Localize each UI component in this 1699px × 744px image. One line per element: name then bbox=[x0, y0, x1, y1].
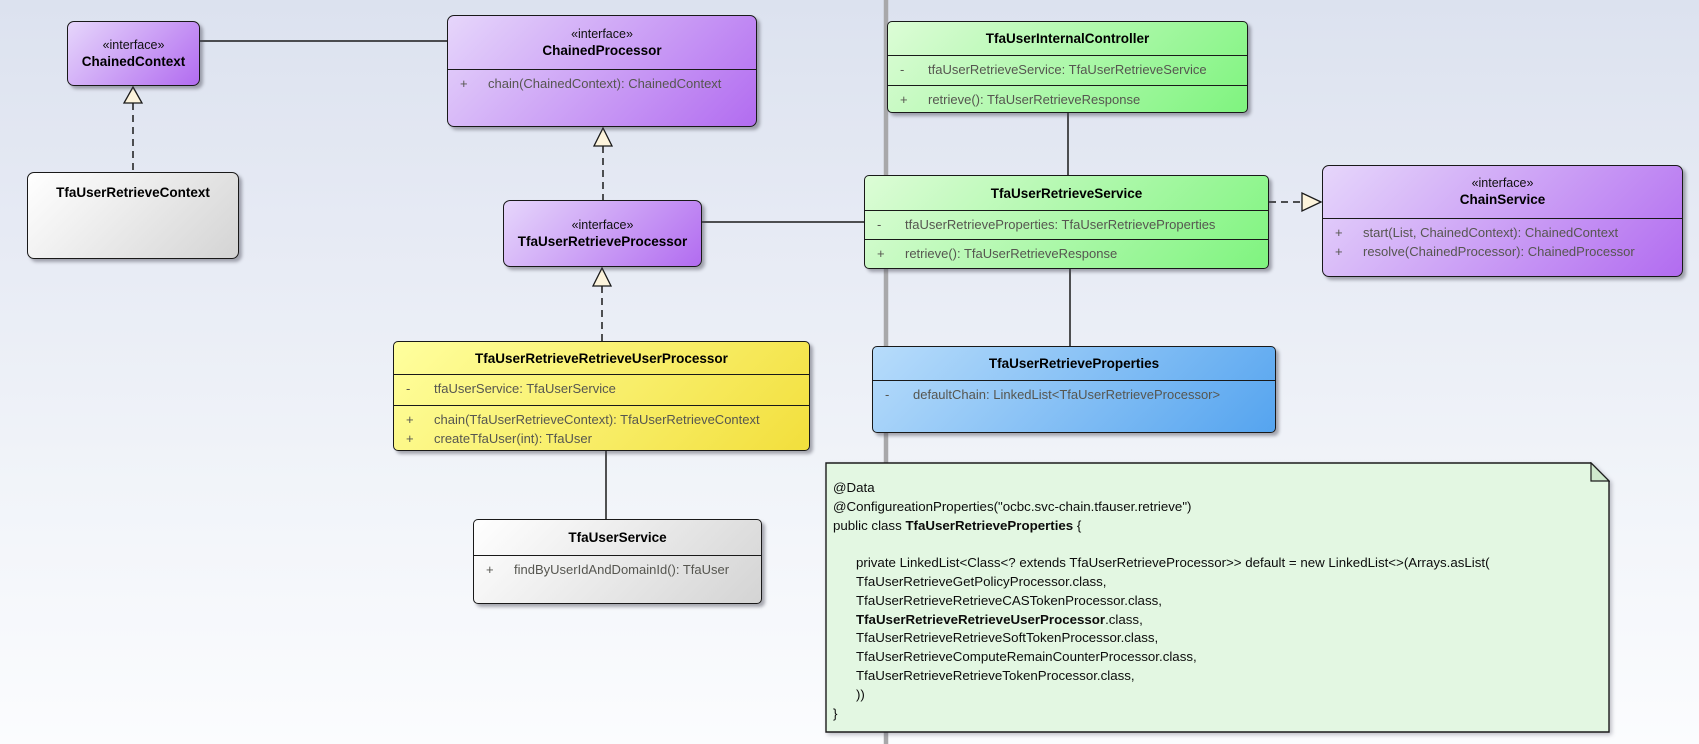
visibility-symbol: + bbox=[1335, 225, 1343, 240]
class-box-tfauserretrieveproperties[interactable]: TfaUserRetrieveProperties - defaultChain… bbox=[872, 346, 1276, 433]
class-title: TfaUserRetrieveProperties bbox=[988, 356, 1160, 371]
class-header: «interface» TfaUserRetrieveProcessor bbox=[504, 201, 701, 266]
realization-context bbox=[122, 85, 144, 172]
method-compartment: + chain(TfaUserRetrieveContext): TfaUser… bbox=[394, 405, 809, 450]
visibility-symbol: - bbox=[406, 381, 411, 396]
method-row: + createTfaUser(int): TfaUser bbox=[394, 429, 809, 448]
class-header: «interface» ChainedContext bbox=[68, 22, 199, 85]
attribute-label: tfaUserService: TfaUserService bbox=[434, 381, 616, 396]
visibility-symbol: - bbox=[900, 62, 905, 77]
attribute-compartment: - tfaUserRetrieveService: TfaUserRetriev… bbox=[888, 55, 1247, 85]
method-compartment: + retrieve(): TfaUserRetrieveResponse bbox=[865, 239, 1268, 268]
visibility-symbol: + bbox=[877, 246, 885, 261]
visibility-symbol: + bbox=[406, 431, 414, 446]
method-compartment: + findByUserIdAndDomainId(): TfaUser bbox=[474, 555, 761, 603]
attribute-compartment: - tfaUserRetrieveProperties: TfaUserRetr… bbox=[865, 210, 1268, 239]
method-label: start(List, ChainedContext): ChainedCont… bbox=[1363, 225, 1619, 240]
stereotype-label: «interface» bbox=[1471, 176, 1534, 190]
class-title: TfaUserRetrieveProcessor bbox=[517, 233, 688, 249]
class-header: TfaUserRetrieveProperties bbox=[873, 347, 1275, 380]
stereotype-label: «interface» bbox=[571, 26, 633, 41]
attribute-label: defaultChain: LinkedList<TfaUserRetrieve… bbox=[913, 387, 1221, 402]
class-box-tfauserinternalcontroller[interactable]: TfaUserInternalController - tfaUserRetri… bbox=[887, 21, 1248, 113]
class-title: TfaUserInternalController bbox=[985, 31, 1150, 46]
visibility-symbol: + bbox=[1335, 244, 1343, 259]
realization-processor-chainedprocessor bbox=[592, 126, 614, 200]
class-box-chainservice[interactable]: «interface» ChainService + start(List, C… bbox=[1322, 165, 1683, 277]
attribute-row: - tfaUserRetrieveProperties: TfaUserRetr… bbox=[865, 215, 1268, 234]
method-label: createTfaUser(int): TfaUser bbox=[434, 431, 592, 446]
class-box-tfauserservice[interactable]: TfaUserService + findByUserIdAndDomainId… bbox=[473, 519, 762, 604]
note-shape bbox=[825, 462, 1610, 733]
class-title: ChainedContext bbox=[81, 53, 186, 69]
class-header: «interface» ChainedProcessor bbox=[448, 16, 756, 69]
realization-userprocessor-processor bbox=[591, 266, 613, 341]
attribute-row: - tfaUserRetrieveService: TfaUserRetriev… bbox=[888, 60, 1247, 79]
method-row: + resolve(ChainedProcessor): ChainedProc… bbox=[1323, 242, 1682, 261]
attribute-label: tfaUserRetrieveProperties: TfaUserRetrie… bbox=[905, 217, 1216, 232]
method-compartment: + chain(ChainedContext): ChainedContext bbox=[448, 69, 756, 126]
note-code-block: @Data @ConfigureationProperties("ocbc.sv… bbox=[833, 480, 1490, 721]
class-box-tfauserretrieveservice[interactable]: TfaUserRetrieveService - tfaUserRetrieve… bbox=[864, 175, 1269, 269]
method-label: chain(TfaUserRetrieveContext): TfaUserRe… bbox=[434, 412, 760, 427]
inheritance-triangle-icon bbox=[592, 126, 614, 147]
attribute-row: - tfaUserService: TfaUserService bbox=[394, 379, 809, 398]
method-label: retrieve(): TfaUserRetrieveResponse bbox=[905, 246, 1118, 261]
method-label: findByUserIdAndDomainId(): TfaUser bbox=[514, 562, 730, 577]
attribute-label: tfaUserRetrieveService: TfaUserRetrieveS… bbox=[928, 62, 1207, 77]
method-row: + retrieve(): TfaUserRetrieveResponse bbox=[888, 90, 1247, 109]
realization-service-chainservice bbox=[1269, 191, 1323, 213]
attribute-row: - defaultChain: LinkedList<TfaUserRetrie… bbox=[873, 385, 1275, 404]
visibility-symbol: - bbox=[885, 387, 890, 402]
method-compartment: + retrieve(): TfaUserRetrieveResponse bbox=[888, 85, 1247, 112]
class-header: TfaUserRetrieveRetrieveUserProcessor bbox=[394, 342, 809, 374]
class-box-tfauserretrieveprocessor[interactable]: «interface» TfaUserRetrieveProcessor bbox=[503, 200, 702, 267]
method-row: + chain(TfaUserRetrieveContext): TfaUser… bbox=[394, 410, 809, 429]
class-header: «interface» ChainService bbox=[1323, 166, 1682, 218]
class-title: ChainService bbox=[1459, 192, 1546, 207]
visibility-symbol: + bbox=[900, 92, 908, 107]
class-title: TfaUserRetrieveRetrieveUserProcessor bbox=[475, 350, 728, 366]
method-row: + chain(ChainedContext): ChainedContext bbox=[448, 74, 756, 93]
class-box-tfauserretrieveretrieveuserprocessor[interactable]: TfaUserRetrieveRetrieveUserProcessor - t… bbox=[393, 341, 810, 451]
method-row: + findByUserIdAndDomainId(): TfaUser bbox=[474, 560, 761, 579]
method-compartment: + start(List, ChainedContext): ChainedCo… bbox=[1323, 218, 1682, 276]
attribute-compartment: - defaultChain: LinkedList<TfaUserRetrie… bbox=[873, 380, 1275, 432]
code-note[interactable]: @Data @ConfigureationProperties("ocbc.sv… bbox=[825, 462, 1610, 733]
stereotype-label: «interface» bbox=[102, 37, 165, 52]
class-header: TfaUserRetrieveService bbox=[865, 176, 1268, 210]
note-outline bbox=[825, 462, 1610, 733]
attribute-compartment: - tfaUserService: TfaUserService bbox=[394, 374, 809, 405]
class-box-chainedcontext[interactable]: «interface» ChainedContext bbox=[67, 21, 200, 86]
inheritance-triangle-icon bbox=[122, 85, 144, 104]
note-fold-icon bbox=[1590, 462, 1610, 482]
inheritance-triangle-icon bbox=[1301, 191, 1323, 213]
class-title: TfaUserRetrieveService bbox=[990, 185, 1143, 201]
visibility-symbol: - bbox=[877, 217, 882, 232]
method-row: + start(List, ChainedContext): ChainedCo… bbox=[1323, 223, 1682, 242]
class-header: TfaUserService bbox=[474, 520, 761, 555]
class-title: TfaUserRetrieveContext bbox=[56, 185, 210, 200]
method-label: retrieve(): TfaUserRetrieveResponse bbox=[928, 92, 1141, 107]
class-title: ChainedProcessor bbox=[542, 42, 662, 58]
inheritance-triangle-icon bbox=[591, 266, 613, 287]
method-label: resolve(ChainedProcessor): ChainedProces… bbox=[1363, 244, 1635, 259]
stereotype-label: «interface» bbox=[571, 217, 634, 232]
method-label: chain(ChainedContext): ChainedContext bbox=[488, 76, 722, 91]
class-title: TfaUserService bbox=[568, 530, 667, 545]
visibility-symbol: + bbox=[460, 76, 468, 91]
visibility-symbol: + bbox=[486, 562, 494, 577]
class-box-chainedprocessor[interactable]: «interface» ChainedProcessor + chain(Cha… bbox=[447, 15, 757, 127]
visibility-symbol: + bbox=[406, 412, 414, 427]
method-row: + retrieve(): TfaUserRetrieveResponse bbox=[865, 244, 1268, 263]
class-header: TfaUserRetrieveContext bbox=[28, 173, 238, 258]
class-box-tfauserretrievecontext[interactable]: TfaUserRetrieveContext bbox=[27, 172, 239, 259]
class-header: TfaUserInternalController bbox=[888, 22, 1247, 55]
